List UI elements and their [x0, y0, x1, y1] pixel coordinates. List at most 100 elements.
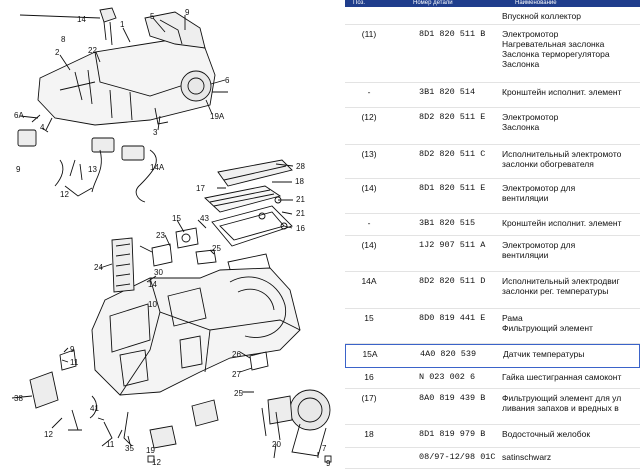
cell-part-number: 3B1 820 515 — [419, 218, 476, 228]
description-line: Электромотор — [502, 112, 559, 122]
cell-position: (11) — [361, 29, 377, 39]
callout-label: 14A — [150, 163, 165, 172]
cell-part-number: 8D0 819 441 E — [419, 313, 486, 323]
callout-label: 19 — [146, 446, 155, 455]
callout-label: 13 — [88, 165, 97, 174]
callout-label: 43 — [200, 214, 209, 223]
callout-label: 17 — [196, 184, 205, 193]
callout-label: 12 — [44, 430, 53, 439]
cell-part-number: 8D2 820 511 C — [419, 149, 486, 159]
cell-part-number: 8D1 819 979 B — [419, 429, 486, 439]
description-line: Электромотор — [502, 29, 559, 39]
cell-position: 14A — [361, 276, 377, 286]
callout-label: 26 — [232, 350, 241, 359]
cell-description: satinschwarz — [502, 452, 551, 462]
cell-position: 18 — [364, 429, 374, 439]
callout-label: 21 — [296, 209, 305, 218]
callout-label: 12 — [152, 458, 161, 467]
description-line: Нагревательная заслонка — [502, 39, 605, 49]
callout-label: 9 — [326, 459, 331, 468]
callout-label: 7 — [322, 444, 327, 453]
callout-label: 28 — [296, 162, 305, 171]
description-line: Водосточный желобок — [502, 429, 591, 439]
cell-position: (14) — [361, 183, 377, 193]
cell-description: Датчик температуры — [503, 349, 584, 359]
table-row: 18 8D1 819 979 B Водосточный желобок — [345, 425, 640, 448]
cell-part-number: 8D1 820 511 B — [419, 29, 486, 39]
callout-label: 11 — [70, 358, 79, 367]
callout-label: 22 — [88, 46, 97, 55]
callout-label: 8 — [61, 35, 66, 44]
header-pos: Поз. — [353, 0, 365, 6]
description-line: Кронштейн исполнит. элемент — [502, 87, 622, 97]
description-line: Заслонка — [502, 59, 540, 69]
description-line: Гайка шестигранная самоконт — [502, 372, 622, 382]
description-line: Рама — [502, 313, 523, 323]
description-line: Электромотор для — [502, 183, 576, 193]
callout-label: 14 — [148, 280, 157, 289]
cell-part-number: 8A0 819 439 B — [419, 393, 486, 403]
callout-label: 3 — [153, 128, 158, 137]
description-line: satinschwarz — [502, 452, 552, 462]
cell-description: Водосточный желобок — [502, 429, 590, 439]
cell-part-number: 3B1 820 514 — [419, 87, 476, 97]
callout-label: 11 — [106, 440, 115, 449]
callout-label: 9 — [185, 8, 190, 17]
callout-label: 1 — [120, 20, 125, 29]
cell-part-number: 4A0 820 539 — [420, 349, 477, 359]
description-line: Кронштейн исполнит. элемент — [502, 218, 622, 228]
callout-label: 15 — [172, 214, 181, 223]
cell-position: (12) — [361, 112, 377, 122]
description-line: Заслонка — [502, 122, 540, 132]
description-line: Фильтрующий элемент для ул — [502, 393, 622, 403]
callout-label: 12 — [60, 190, 69, 199]
callout-label: 18 — [295, 177, 304, 186]
cell-position: - — [367, 218, 371, 228]
callout-label: 23 — [156, 231, 165, 240]
cell-position: 16 — [364, 372, 374, 382]
cell-position: 15A — [362, 349, 378, 359]
description-line: ливания запахов и вредных в — [502, 403, 619, 413]
table-row: - 3B1 820 515 Кронштейн исполнит. элемент — [345, 214, 640, 236]
callout-label: 6A — [14, 111, 24, 120]
table-row: Впускной коллектор — [345, 7, 640, 25]
callout-label: 35 — [125, 444, 134, 453]
description-line: вентиляции — [502, 250, 549, 260]
callout-label: 4 — [40, 123, 45, 132]
header-part-number: Номер детали — [413, 0, 453, 6]
table-row: - 3B1 820 514 Кронштейн исполнит. элемент — [345, 83, 640, 108]
callout-label: 19A — [210, 112, 225, 121]
description-line: Исполнительный электродвиг — [502, 276, 620, 286]
callout-label: 25 — [234, 389, 243, 398]
parts-list-table: Поз. Номер детали Наименование Впускной … — [345, 0, 640, 469]
cell-part-number: 8D2 820 511 E — [419, 112, 486, 122]
description-line: Фильтрующий элемент — [502, 323, 593, 333]
description-line: вентиляции — [502, 193, 549, 203]
exploded-parts-diagram: 14 9 8 2 22 1 5 6 6A 4 3 19A 9 13 14A 12… — [11, 7, 332, 468]
description-line: заслонки рег. температуры — [502, 286, 609, 296]
cell-description: Кронштейн исполнит. элемент — [502, 218, 621, 228]
callout-label: 25 — [212, 244, 221, 253]
callout-label: 16 — [296, 224, 305, 233]
diagram-drawing — [11, 7, 332, 463]
cell-position: 15 — [364, 313, 374, 323]
cell-part-number: 8D2 820 511 D — [419, 276, 486, 286]
description-line: Датчик температуры — [503, 349, 585, 359]
cell-position: - — [367, 87, 371, 97]
description-line: Электромотор для — [502, 240, 576, 250]
callout-label: 24 — [94, 263, 103, 272]
callout-label: 38 — [14, 394, 23, 403]
callout-label: 2 — [55, 48, 60, 57]
callout-label: 14 — [77, 15, 86, 24]
